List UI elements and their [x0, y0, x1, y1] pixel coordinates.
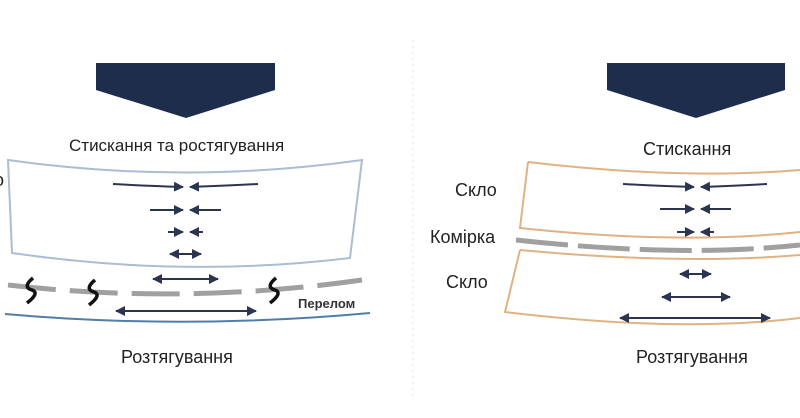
right-glass-bottom: [503, 249, 800, 326]
right-interlayer-dashed: [515, 237, 800, 253]
right-force-block: [607, 63, 785, 118]
interlayer-label: Комірка: [430, 227, 496, 247]
left-force-block: [96, 63, 275, 118]
left-title: Стискання та ростягування: [69, 136, 285, 155]
right-arrows: [619, 181, 771, 323]
right-title: Стискання: [643, 139, 732, 159]
left-interlayer-dashed: [7, 277, 363, 297]
right-glass-top: [518, 161, 800, 239]
left-cut-label: о: [0, 170, 4, 191]
left-bottom-label: Розтягування: [121, 347, 233, 367]
left-base-line: [4, 312, 371, 323]
fracture-icons: [25, 276, 280, 307]
glass-top-label: Скло: [455, 180, 497, 200]
left-compression-arrows: [112, 181, 259, 316]
right-bottom-label: Розтягування: [636, 347, 748, 367]
fracture-label: Перелом: [298, 296, 356, 311]
glass-bottom-label: Скло: [446, 272, 488, 292]
left-glass-panel: [6, 158, 364, 268]
